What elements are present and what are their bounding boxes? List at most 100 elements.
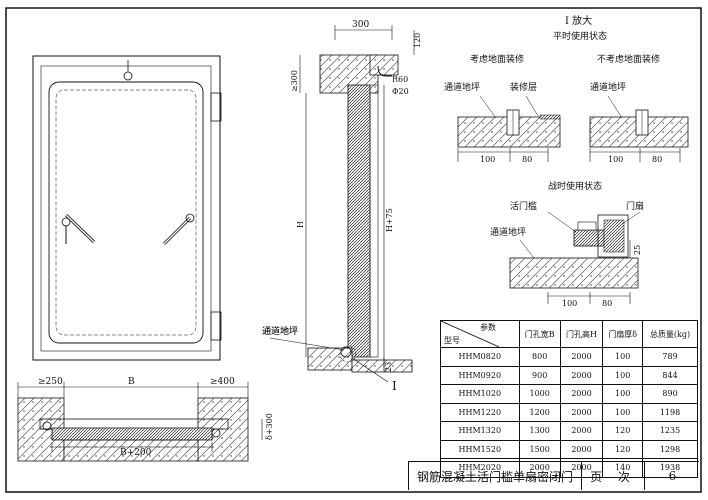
plan-view: ≥250 B ≥400 B+200 δ+300 bbox=[17, 377, 274, 462]
hinge-top bbox=[210, 92, 222, 122]
page-label: 页 次 bbox=[582, 462, 645, 490]
cell-b: 1000 bbox=[518, 384, 561, 404]
cell-b: 1200 bbox=[518, 402, 561, 422]
cell-model: HHM1220 bbox=[440, 402, 520, 422]
war-title: 战时使用状态 bbox=[548, 180, 602, 192]
plan-dim-left: ≥250 bbox=[38, 377, 63, 387]
col-header-h: 门孔高H bbox=[559, 320, 604, 348]
cell-model: HHM1520 bbox=[440, 439, 520, 459]
lifting-ring bbox=[123, 71, 133, 81]
dim-80b: 80 bbox=[652, 155, 662, 164]
without-finish-label: 不考虑地面装修 bbox=[597, 53, 660, 65]
col-header-mass: 总质量(kg) bbox=[642, 320, 698, 348]
war-dim-100: 100 bbox=[562, 299, 577, 308]
col-header-d: 门扇厚δ bbox=[602, 320, 644, 348]
hinge-bottom bbox=[210, 311, 222, 341]
cell-h: 2000 bbox=[559, 402, 604, 422]
cell-d: 140 bbox=[602, 458, 644, 478]
cell-model: HHM0820 bbox=[440, 347, 520, 367]
cell-mass: 844 bbox=[642, 365, 698, 385]
detail-wartime: 战时使用状态 活门槛 门扇 通道地坪 25 100 80 bbox=[490, 180, 644, 308]
cell-mass: 1235 bbox=[642, 421, 698, 441]
col-header-b: 门孔宽B bbox=[518, 320, 561, 348]
section-door-leaf bbox=[347, 84, 371, 358]
front-ground-label: 通道地坪 bbox=[262, 325, 298, 337]
cell-d: 100 bbox=[602, 402, 644, 422]
cell-b: 1300 bbox=[518, 421, 561, 441]
title-block-top-line bbox=[408, 461, 699, 462]
page-number: 6 bbox=[668, 469, 677, 483]
title-block: 钢筋混凝土活门槛单扇密闭门 页 次 6 bbox=[408, 462, 700, 490]
war-sill-label: 活门槛 bbox=[510, 200, 537, 212]
sec-marker-i: I bbox=[392, 379, 397, 393]
door-leaf bbox=[48, 81, 204, 344]
cell-mass: 1298 bbox=[642, 439, 698, 459]
cell-model: HHM1320 bbox=[440, 421, 520, 441]
ground-label-b: 通道地坪 bbox=[590, 81, 626, 93]
cell-model: HHM1020 bbox=[440, 384, 520, 404]
sec-dim-d20: Φ20 bbox=[392, 87, 409, 96]
side-section: 300 ≥300 120 H H+75 R60 Φ20 23 通道地坪 I bbox=[262, 20, 422, 393]
plan-dim-b: B bbox=[128, 377, 135, 387]
dim-100a: 100 bbox=[480, 155, 495, 164]
cell-d: 100 bbox=[602, 365, 644, 385]
war-dim-25: 25 bbox=[633, 245, 642, 255]
finish-layer-label: 装修层 bbox=[510, 81, 537, 93]
cell-d: 100 bbox=[602, 384, 644, 404]
sec-label-ground: 通道地坪 bbox=[262, 325, 298, 337]
cell-mass: 1198 bbox=[642, 402, 698, 422]
plan-door-leaf bbox=[51, 427, 213, 441]
detail-title: I 放大 bbox=[565, 14, 592, 27]
cell-h: 2000 bbox=[559, 384, 604, 404]
sec-dim-r60: R60 bbox=[392, 75, 408, 84]
cell-h: 2000 bbox=[559, 421, 604, 441]
ground-label-a: 通道地坪 bbox=[444, 81, 480, 93]
sec-dim-120: 120 bbox=[413, 33, 422, 48]
sec-dim-23: 23 bbox=[384, 362, 393, 372]
sec-dim-300: 300 bbox=[352, 20, 369, 30]
handle-right bbox=[162, 213, 195, 246]
detail-peacetime: I 放大 平时使用状态 考虑地面装修 不考虑地面装修 通道地坪 装修层 通道地坪… bbox=[444, 14, 689, 164]
cell-mass: 1938 bbox=[642, 458, 698, 478]
header-cell: 参数 型号 bbox=[440, 320, 520, 348]
header-param: 参数 bbox=[480, 323, 496, 332]
cell-b: 800 bbox=[518, 347, 561, 367]
cell-mass: 789 bbox=[642, 347, 698, 367]
cell-h: 2000 bbox=[559, 365, 604, 385]
cell-h: 2000 bbox=[559, 439, 604, 459]
sec-dim-h75: H+75 bbox=[385, 208, 394, 232]
cell-b: 1500 bbox=[518, 439, 561, 459]
handle-left bbox=[61, 213, 96, 244]
cell-mass: 890 bbox=[642, 384, 698, 404]
plan-dim-side: δ+300 bbox=[265, 413, 274, 440]
cell-b: 900 bbox=[518, 365, 561, 385]
cell-model: HHM0920 bbox=[440, 365, 520, 385]
cell-d: 100 bbox=[602, 347, 644, 367]
war-dim-80: 80 bbox=[602, 299, 612, 308]
war-ground-label: 通道地坪 bbox=[490, 226, 526, 238]
cell-h: 2000 bbox=[559, 347, 604, 367]
plan-dim-right: ≥400 bbox=[210, 377, 235, 387]
header-model: 型号 bbox=[444, 336, 460, 345]
cell-d: 120 bbox=[602, 439, 644, 459]
sec-dim-top: ≥300 bbox=[290, 70, 299, 92]
war-leaf-label: 门扇 bbox=[626, 200, 644, 212]
dim-80a: 80 bbox=[522, 155, 532, 164]
dim-100b: 100 bbox=[608, 155, 623, 164]
with-finish-label: 考虑地面装修 bbox=[470, 53, 524, 65]
front-elevation bbox=[32, 55, 222, 361]
detail-subtitle: 平时使用状态 bbox=[553, 30, 607, 42]
cell-d: 120 bbox=[602, 421, 644, 441]
plan-dim-b200: B+200 bbox=[120, 448, 152, 458]
cell-b: 2000 bbox=[518, 458, 561, 478]
drawing-title: 钢筋混凝土活门槛单扇密闭门 bbox=[409, 462, 582, 490]
